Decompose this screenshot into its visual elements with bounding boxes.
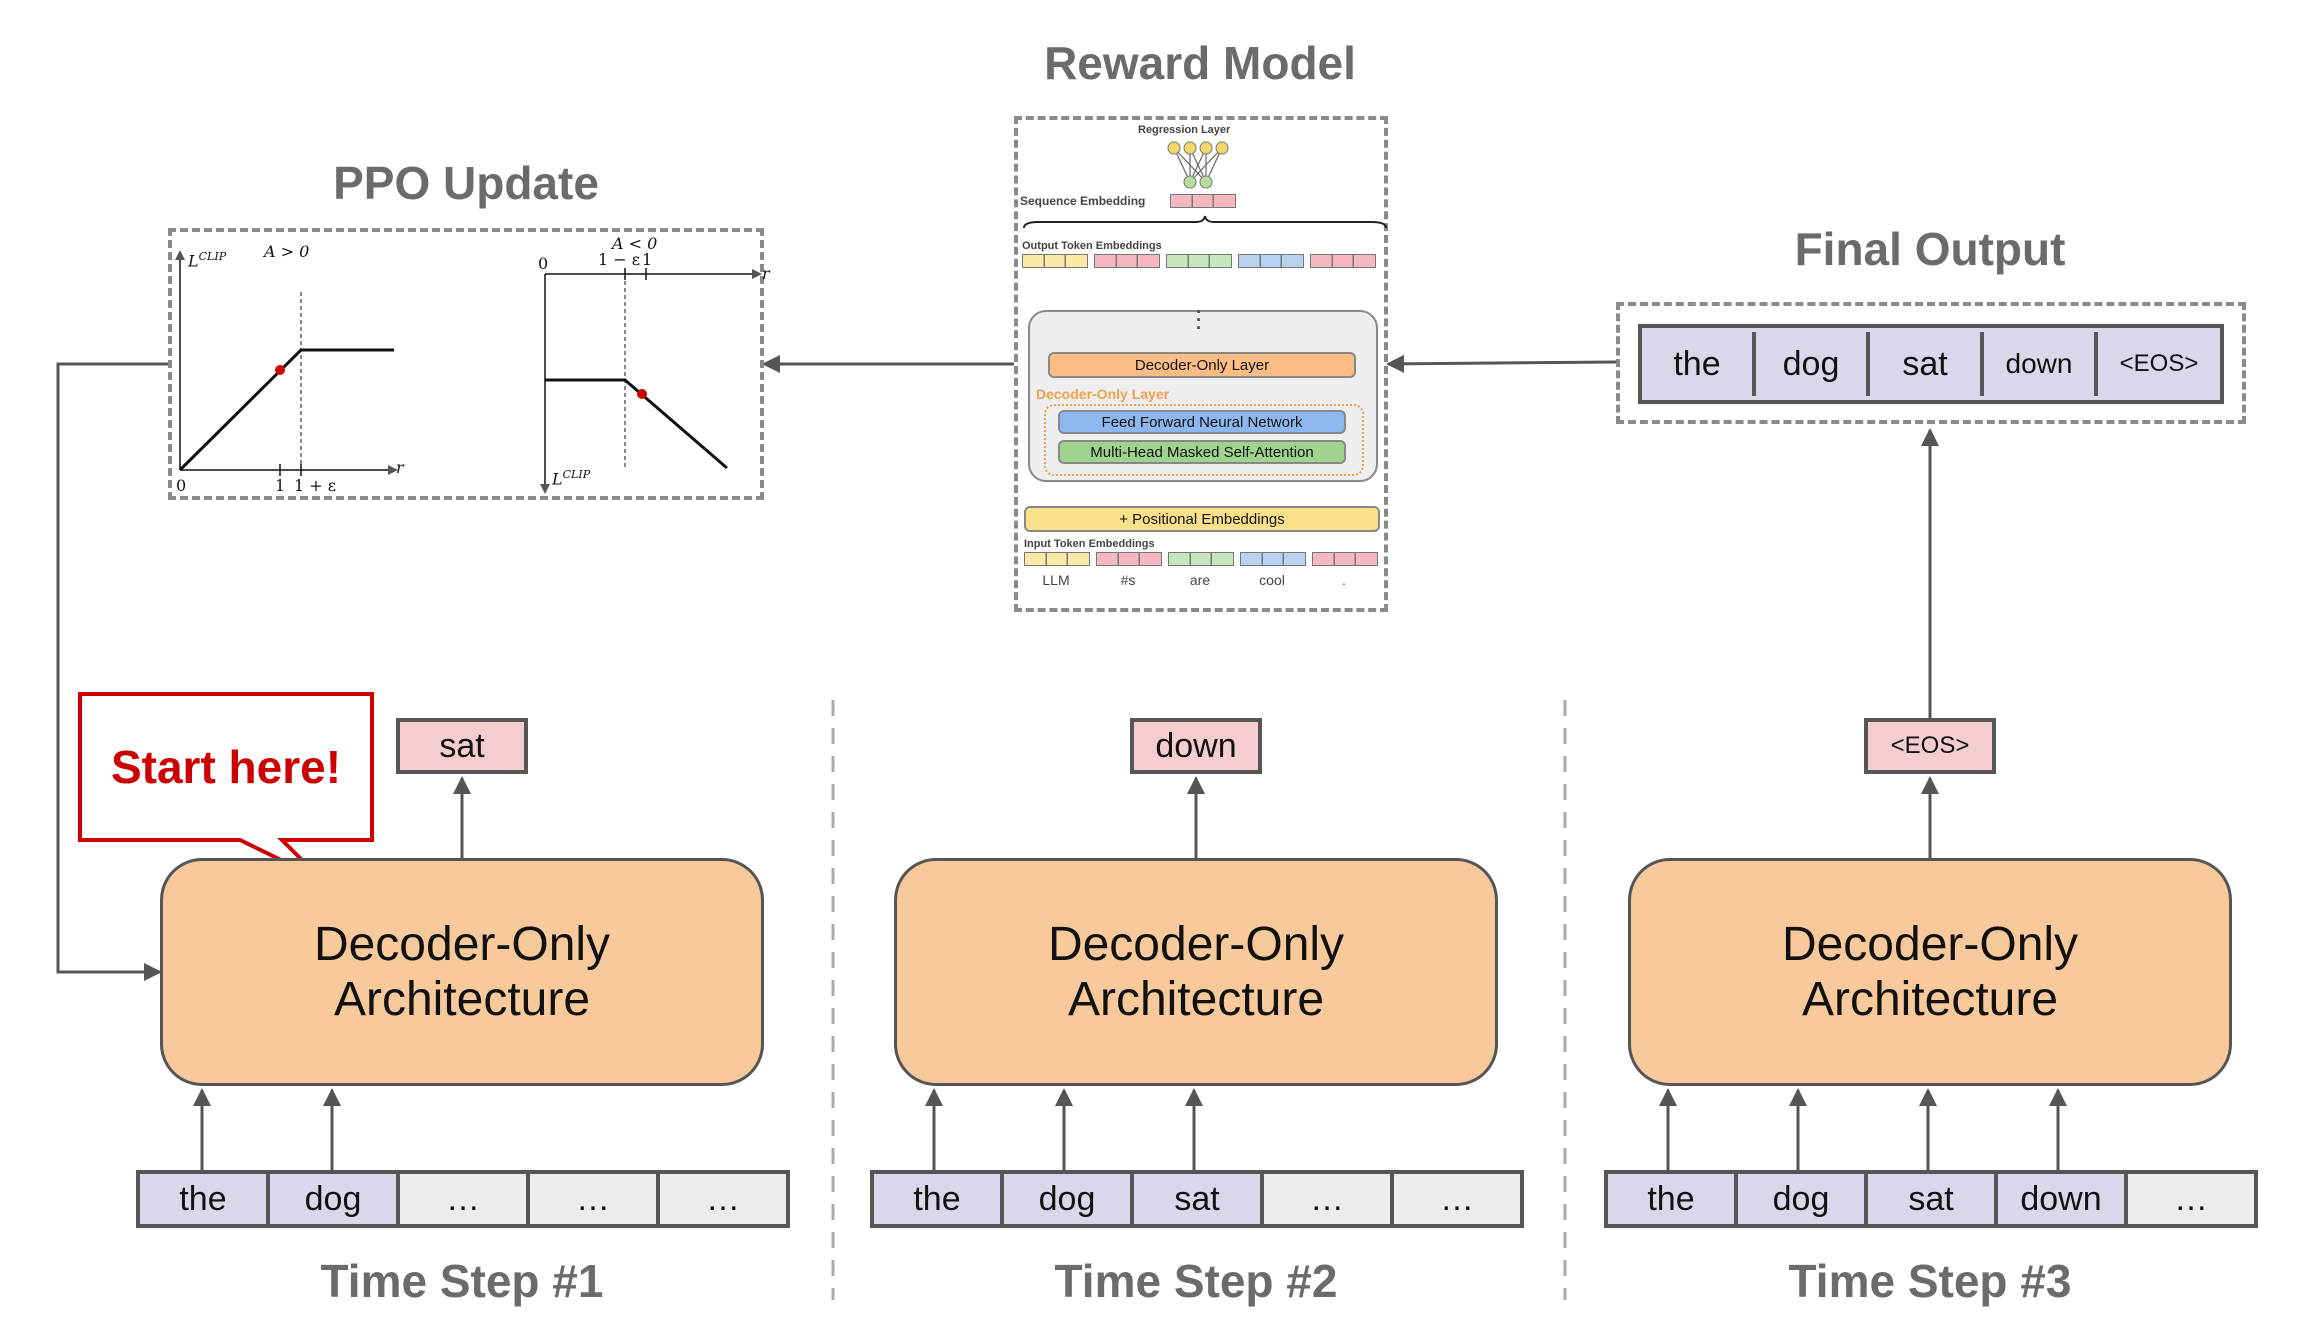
- positional-embeddings-box: + Positional Embeddings: [1024, 506, 1380, 532]
- decoder-label-line1: Decoder-Only: [313, 917, 611, 971]
- time-step-label: Time Step #1: [320, 1255, 604, 1307]
- regression-layer-label: Regression Layer: [1138, 124, 1231, 136]
- input-token: sat: [1864, 1170, 1998, 1228]
- decoder-layer-dotted: [1044, 404, 1364, 476]
- decoder-label-line2: Architecture: [1801, 973, 2059, 1026]
- output-embedding: [1238, 254, 1304, 268]
- output-token: sat: [396, 718, 528, 774]
- right-plot-ylabel: LCLIP: [552, 468, 591, 489]
- decoder-only-layer-label: Decoder-Only Layer: [1036, 386, 1170, 402]
- final-token: <EOS>: [2098, 332, 2220, 396]
- reward-model-title: Reward Model: [1044, 37, 1356, 89]
- input-word: LLM: [1042, 572, 1070, 588]
- left-plot-xlabel: r: [396, 458, 404, 477]
- final-output-title: Final Output: [1794, 223, 2066, 275]
- decoder-block: Decoder-Only Architecture: [1628, 858, 2232, 1086]
- final-output-sequence: the dog sat down <EOS>: [1638, 324, 2224, 404]
- input-token: …: [1260, 1170, 1394, 1228]
- ppo-clip-plots: [175, 250, 762, 494]
- input-token: …: [396, 1170, 530, 1228]
- callout-text: Start here!: [110, 741, 342, 793]
- input-token-embeddings-label: Input Token Embeddings: [1024, 538, 1155, 550]
- output-embedding: [1310, 254, 1376, 268]
- output-token: down: [1130, 718, 1262, 774]
- input-token: …: [2124, 1170, 2258, 1228]
- self-attention-box: Multi-Head Masked Self-Attention: [1058, 440, 1346, 464]
- time-step-label: Time Step #3: [1788, 1255, 2072, 1307]
- decoder-block: Decoder-Only Architecture: [894, 858, 1498, 1086]
- input-word: .: [1342, 572, 1346, 588]
- right-plot-condition: A < 0: [612, 234, 658, 253]
- final-output-panel: the dog sat down <EOS>: [1616, 302, 2246, 424]
- right-plot-tick: 1 − ε: [598, 250, 641, 269]
- left-plot-tick: 0: [176, 476, 187, 495]
- input-token: dog: [266, 1170, 400, 1228]
- final-token: sat: [1870, 332, 1984, 396]
- final-token: dog: [1756, 332, 1870, 396]
- input-token: down: [1994, 1170, 2128, 1228]
- input-word: #s: [1120, 572, 1136, 588]
- input-word: cool: [1259, 572, 1285, 588]
- sequence-embedding-label: Sequence Embedding: [1020, 194, 1146, 208]
- decoder-label-line1: Decoder-Only: [1781, 917, 2079, 971]
- input-embedding: [1240, 552, 1306, 566]
- final-token: the: [1642, 332, 1756, 396]
- input-embedding: [1312, 552, 1378, 566]
- clip-point: [637, 389, 647, 399]
- ellipsis-vertical: ···: [1196, 302, 1202, 338]
- input-token: the: [1604, 1170, 1738, 1228]
- decoder-label-line2: Architecture: [333, 973, 591, 1026]
- input-token: …: [1390, 1170, 1524, 1228]
- time-step-label: Time Step #2: [1054, 1255, 1338, 1307]
- output-embedding: [1166, 254, 1232, 268]
- right-plot-tick: 0: [538, 254, 549, 273]
- right-plot-xlabel: r: [762, 264, 770, 283]
- sequence-embedding: [1170, 194, 1236, 208]
- left-plot-tick: 1 + ε: [294, 476, 337, 495]
- right-plot-tick: 1: [642, 250, 653, 269]
- feed-forward-box: Feed Forward Neural Network: [1058, 410, 1346, 434]
- input-token: sat: [1130, 1170, 1264, 1228]
- input-token: the: [136, 1170, 270, 1228]
- input-embedding: [1096, 552, 1162, 566]
- input-token: …: [526, 1170, 660, 1228]
- regression-layer-diagram: [1023, 141, 1387, 229]
- input-token: dog: [1734, 1170, 1868, 1228]
- decoder-label-line1: Decoder-Only: [1047, 917, 1345, 971]
- input-token: dog: [1000, 1170, 1134, 1228]
- reward-model-panel: Regression Layer Sequence Embedding Outp…: [1014, 116, 1388, 612]
- final-token: down: [1984, 332, 2098, 396]
- decoder-label-line2: Architecture: [1067, 973, 1325, 1026]
- input-word: are: [1189, 572, 1211, 588]
- ppo-update-title: PPO Update: [333, 157, 599, 209]
- ppo-update-panel: LCLIP A > 0 r 0 1 1 + ε A < 0 0 1 − ε 1 …: [168, 228, 770, 500]
- output-embedding: [1022, 254, 1088, 268]
- left-plot-ylabel: LCLIP: [188, 250, 227, 271]
- input-embedding: [1024, 552, 1090, 566]
- decoder-block: Decoder-Only Architecture: [160, 858, 764, 1086]
- decoder-only-layer-box: Decoder-Only Layer: [1048, 352, 1356, 378]
- decoder-stack-container: ··· Decoder-Only Layer Decoder-Only Laye…: [1028, 302, 1378, 482]
- output-token-embeddings-label: Output Token Embeddings: [1022, 240, 1162, 252]
- output-token: <EOS>: [1864, 718, 1996, 774]
- input-token: the: [870, 1170, 1004, 1228]
- left-plot-condition: A > 0: [264, 242, 310, 261]
- input-token: …: [656, 1170, 790, 1228]
- left-plot-tick: 1: [275, 476, 286, 495]
- clip-point: [275, 365, 285, 375]
- output-embedding: [1094, 254, 1160, 268]
- input-embedding: [1168, 552, 1234, 566]
